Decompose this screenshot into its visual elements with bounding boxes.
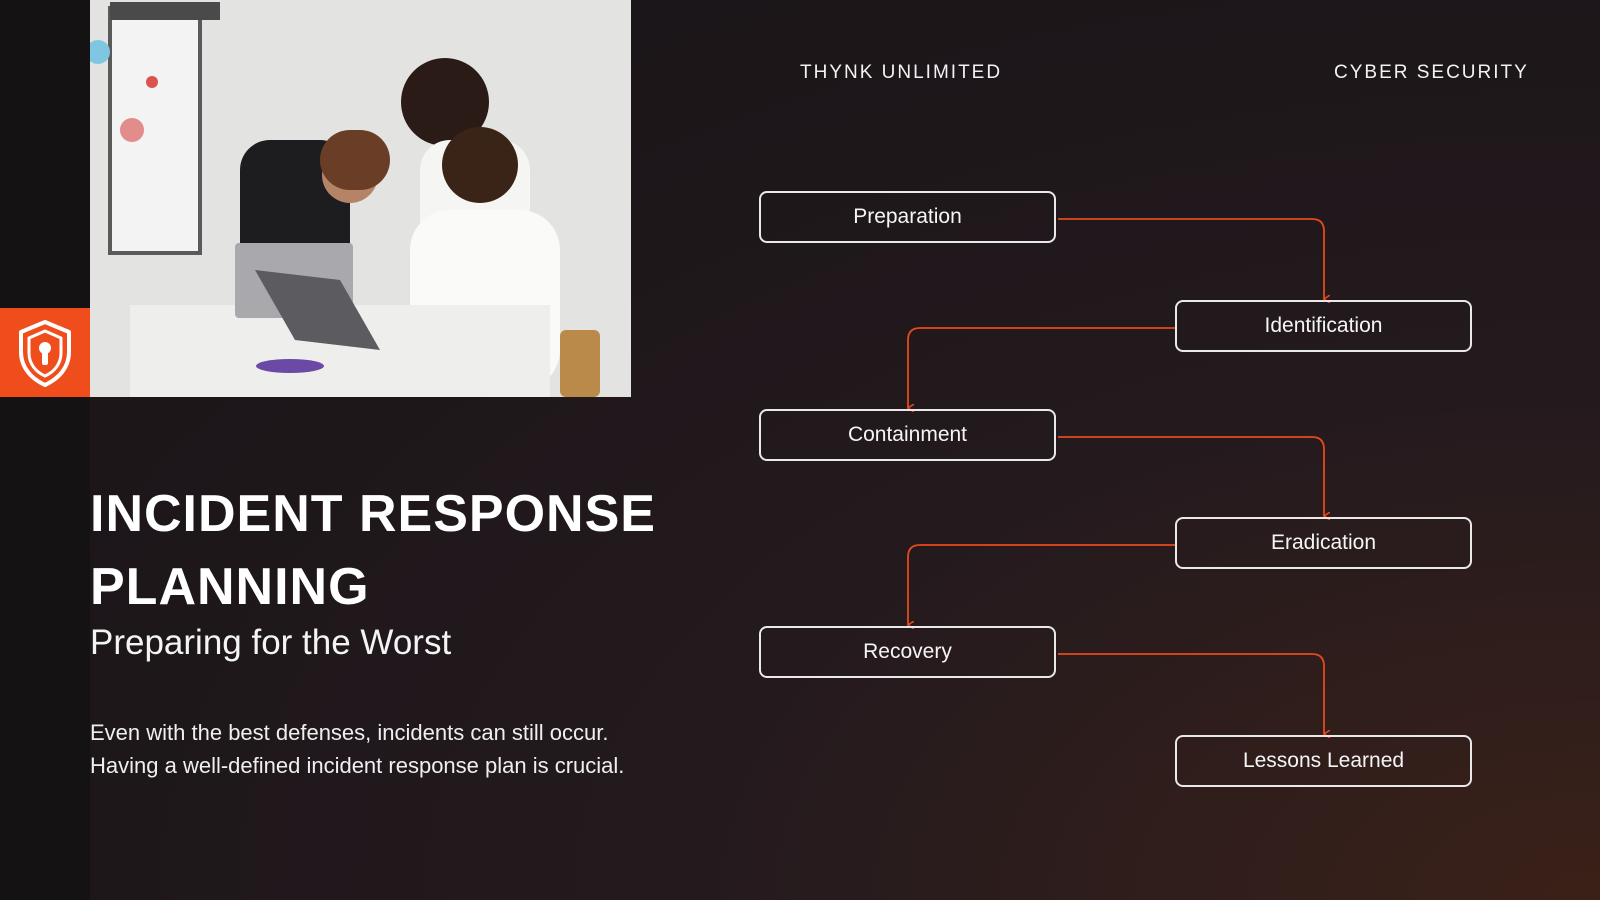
- title-line-1: INCIDENT RESPONSE: [90, 485, 656, 543]
- connector-preparation-identification: [1058, 218, 1324, 299]
- logo-tile: [0, 308, 90, 397]
- connector-containment-eradication: [1058, 436, 1324, 516]
- page-subtitle: Preparing for the Worst: [90, 623, 452, 662]
- brand-name: THYNK UNLIMITED: [800, 62, 1003, 83]
- team-meeting-photo: [90, 0, 631, 397]
- step-identification: Identification: [1175, 300, 1472, 352]
- connector-identification-containment: [908, 327, 1175, 408]
- intro-paragraph: Even with the best defenses, incidents c…: [90, 720, 625, 778]
- step-preparation: Preparation: [759, 191, 1056, 243]
- step-eradication: Eradication: [1175, 517, 1472, 569]
- shield-keyhole-icon: [19, 319, 71, 387]
- step-lessons-learned: Lessons Learned: [1175, 735, 1472, 787]
- left-strip: [0, 0, 90, 900]
- step-containment: Containment: [759, 409, 1056, 461]
- title-line-2: PLANNING: [90, 558, 370, 616]
- connector-eradication-recovery: [908, 544, 1175, 625]
- brand-tagline: CYBER SECURITY: [1334, 62, 1529, 83]
- step-recovery: Recovery: [759, 626, 1056, 678]
- connector-recovery-lessons: [1058, 653, 1324, 734]
- page-title: INCIDENT RESPONSE PLANNING: [90, 478, 690, 624]
